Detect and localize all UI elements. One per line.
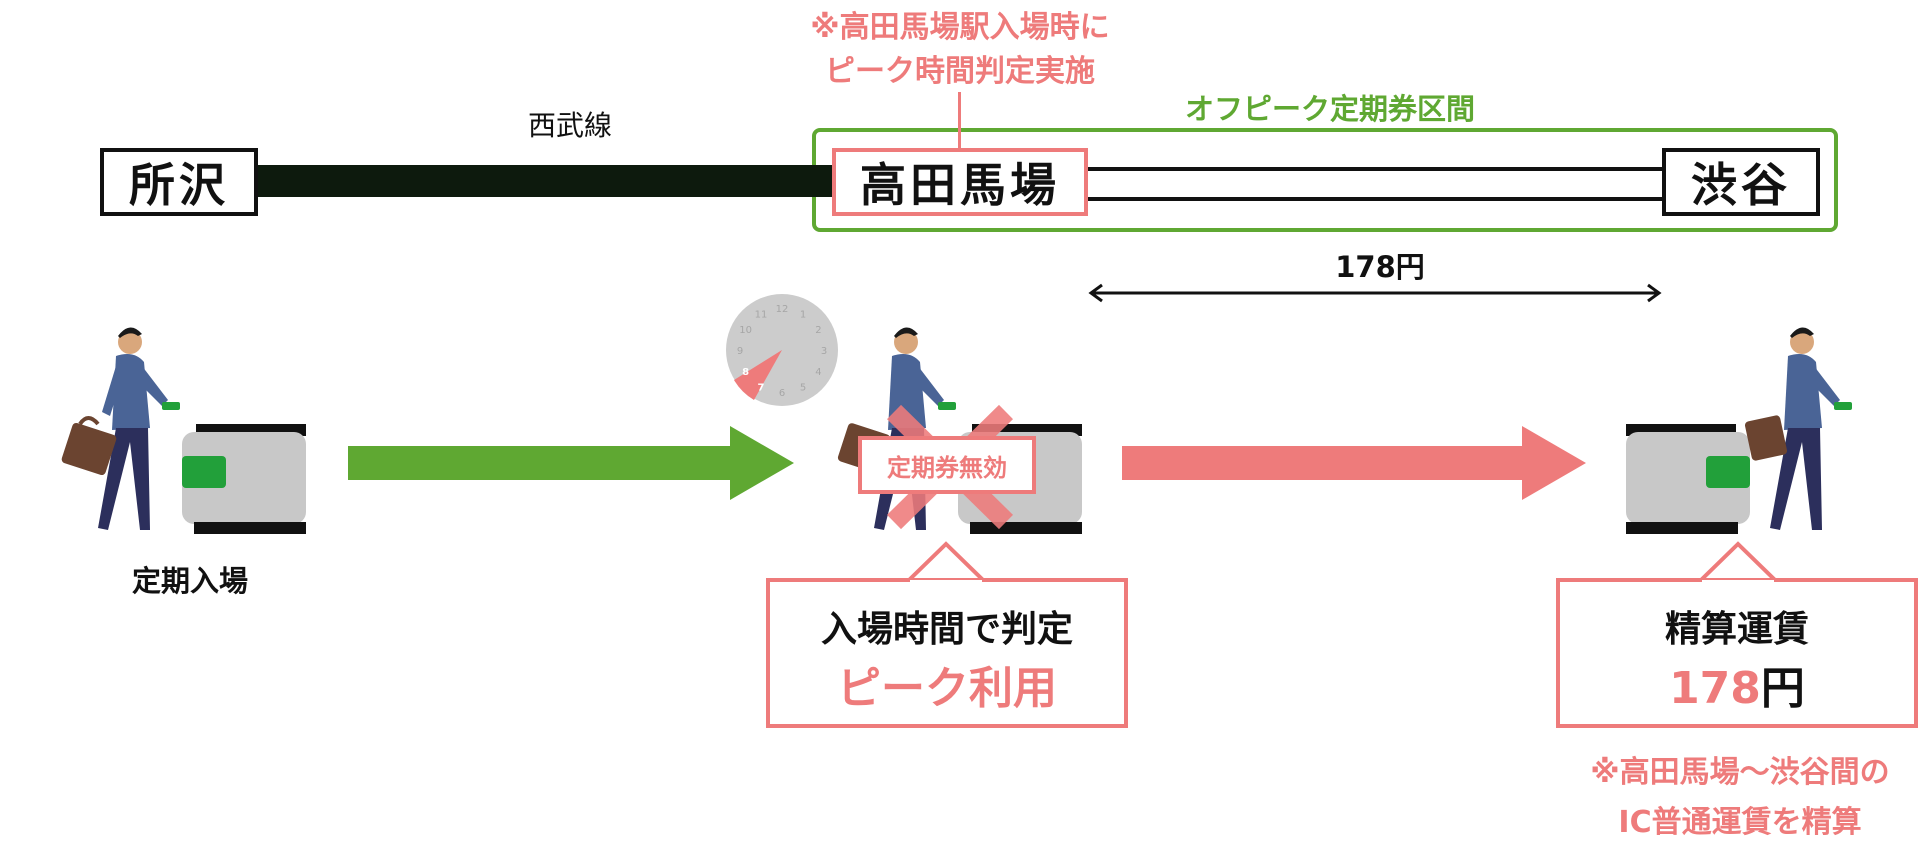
station-shibuya: 渋谷: [1662, 148, 1820, 216]
ticket-gate-1: [178, 420, 310, 536]
settlement-callout-pointer: [1698, 540, 1778, 582]
settlement-fare: 178円: [1560, 652, 1914, 716]
judgement-result: ピーク利用: [770, 652, 1124, 716]
judgement-title: 入場時間で判定: [770, 600, 1124, 652]
station-tokorozawa-label: 所沢: [129, 149, 229, 215]
station-takadanobaba: 高田馬場: [832, 148, 1088, 216]
settlement-unit: 円: [1761, 663, 1805, 714]
clock-number: 3: [821, 346, 827, 357]
station-tokorozawa: 所沢: [100, 148, 258, 216]
settlement-callout-joint: [1702, 580, 1774, 584]
peak-judgement-note: ※高田馬場駅入場時に ピーク時間判定実施: [760, 6, 1160, 94]
clock-number: 7: [758, 382, 765, 393]
judgement-callout-joint: [910, 580, 982, 584]
judgement-callout: 入場時間で判定 ピーク利用: [766, 578, 1128, 728]
commuter-figure-1: [58, 322, 180, 538]
settlement-note-line2: IC普通運賃を精算: [1560, 798, 1920, 848]
clock-number: 9: [737, 346, 743, 357]
settlement-note-line1: ※高田馬場～渋谷間の: [1560, 748, 1920, 798]
commuter-figure-3: [1740, 322, 1862, 538]
note-pointer-line: [958, 92, 961, 150]
clock-number: 6: [779, 388, 785, 399]
invalid-pass-badge: 定期券無効: [858, 436, 1036, 494]
settlement-amount: 178: [1669, 663, 1761, 714]
clock-number: 11: [755, 310, 768, 321]
clock-number: 5: [800, 382, 806, 393]
peak-judgement-note-line1: ※高田馬場駅入場時に: [760, 6, 1160, 50]
judgement-callout-pointer: [906, 540, 986, 582]
ticket-gate-3: [1622, 420, 1754, 536]
fare-range-arrow: [1086, 280, 1664, 306]
station-takadanobaba-label: 高田馬場: [860, 149, 1060, 215]
settlement-callout: 精算運賃 178円: [1556, 578, 1918, 728]
peak-judgement-note-line2: ピーク時間判定実施: [760, 50, 1160, 94]
clock-number: 8: [742, 367, 749, 378]
station-shibuya-label: 渋谷: [1691, 149, 1791, 215]
entry-label: 定期入場: [100, 558, 280, 600]
clock-number: 10: [739, 325, 752, 336]
clock-number: 4: [815, 367, 821, 378]
offpeak-section-label: オフピーク定期券区間: [1120, 86, 1540, 128]
clock-number: 1: [800, 310, 806, 321]
clock-number: 12: [776, 304, 789, 315]
settlement-title: 精算運賃: [1560, 600, 1914, 652]
flow-arrow-green: [348, 424, 794, 502]
flow-arrow-pink: [1122, 424, 1586, 502]
settlement-note: ※高田馬場～渋谷間の IC普通運賃を精算: [1560, 748, 1920, 848]
line-name-label: 西武線: [500, 104, 640, 144]
seibu-track: [254, 165, 834, 197]
clock-number: 2: [815, 325, 821, 336]
invalid-pass-badge-label: 定期券無効: [887, 448, 1007, 483]
offpeak-track: [1084, 167, 1666, 201]
